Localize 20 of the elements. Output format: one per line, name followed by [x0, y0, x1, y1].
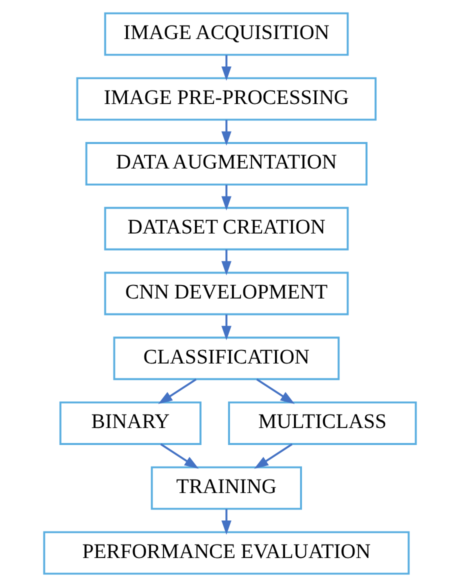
node-box: MULTICLASS [228, 401, 417, 445]
node-box: PERFORMANCE EVALUATION [43, 531, 410, 575]
arrow [221, 120, 232, 146]
arrow [158, 378, 197, 404]
node-box: TRAINING [150, 466, 302, 510]
node-box: DATASET CREATION [104, 206, 349, 250]
node-box: IMAGE ACQUISITION [104, 12, 349, 56]
node-box: CNN DEVELOPMENT [104, 272, 349, 316]
node-box: DATA AUGMENTATION [85, 142, 368, 186]
arrow [221, 250, 232, 276]
node-box: BINARY [59, 401, 202, 445]
arrow [221, 314, 232, 340]
arrow [221, 184, 232, 210]
arrow [221, 55, 232, 81]
node-box: IMAGE PRE-PROCESSING [76, 77, 377, 121]
arrow [254, 443, 293, 469]
arrow [221, 509, 232, 535]
arrow [160, 443, 199, 469]
node-box: CLASSIFICATION [113, 336, 340, 380]
arrow [256, 378, 295, 404]
